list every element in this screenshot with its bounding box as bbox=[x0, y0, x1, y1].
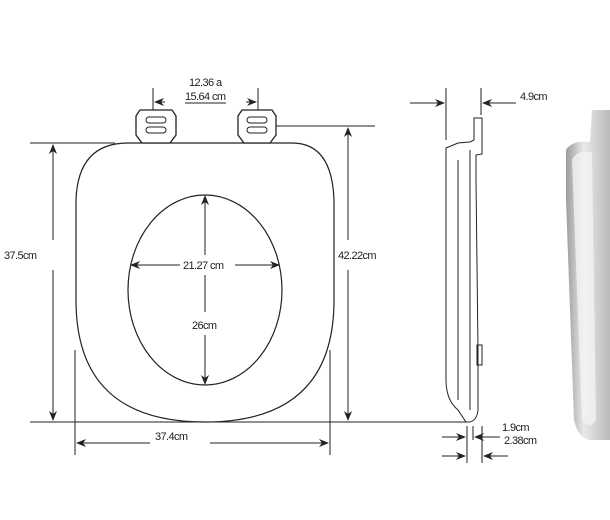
side-profile bbox=[445, 117, 483, 423]
thickness-outer-label: 2.38cm bbox=[504, 435, 537, 447]
hinge-spacing-label-top: 12.36 a bbox=[189, 77, 223, 89]
opening-length-label: 26cm bbox=[192, 320, 217, 332]
overall-length-label: 37.5cm bbox=[4, 250, 37, 262]
hinge-left bbox=[135, 109, 177, 144]
product-photo bbox=[566, 110, 610, 440]
thickness-inner-label: 1.9cm bbox=[502, 422, 529, 434]
opening-width-label: 21.27 cm bbox=[183, 260, 224, 272]
hinge-right bbox=[237, 109, 277, 144]
hinge-spacing-label-bottom: 15.64 cm bbox=[185, 91, 226, 103]
overall-width-label: 37.4cm bbox=[155, 431, 188, 443]
length-to-hinge-label: 42.22cm bbox=[338, 250, 376, 262]
hinge-offset-label: 4.9cm bbox=[520, 91, 547, 103]
